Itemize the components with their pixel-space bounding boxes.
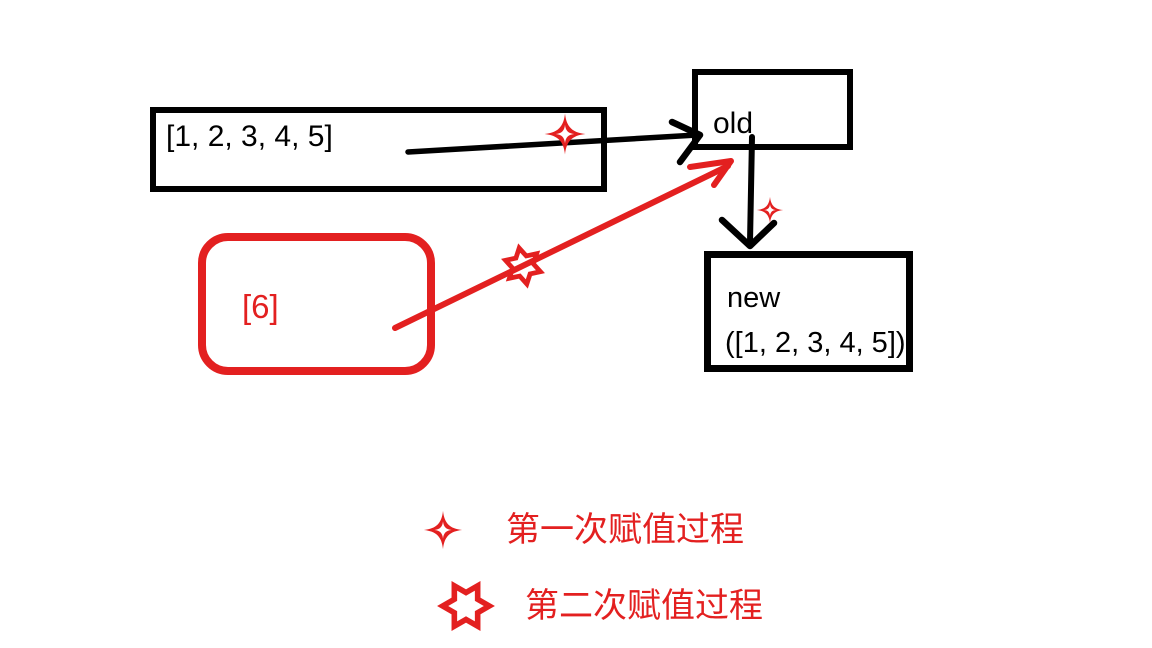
legend-item-first-assignment: 第一次赋值过程	[422, 499, 744, 561]
legend-label-first-assignment: 第一次赋值过程	[506, 511, 744, 549]
six-point-star-icon	[431, 578, 501, 634]
arrow-old-to-new	[718, 134, 778, 250]
old-variable-box: old	[692, 69, 853, 150]
six-point-star-icon	[504, 245, 543, 287]
old-variable-label: old	[713, 107, 754, 140]
legend-item-second-assignment: 第二次赋值过程	[431, 578, 763, 634]
six-value-text: [6]	[242, 288, 279, 325]
six-value-box: [6]	[198, 233, 435, 375]
new-variable-value: ([1, 2, 3, 4, 5])	[725, 327, 906, 359]
new-variable-box: new ([1, 2, 3, 4, 5])	[704, 251, 913, 372]
four-point-star-icon	[756, 196, 784, 224]
legend-label-second-assignment: 第二次赋值过程	[525, 587, 763, 625]
list-value-text: [1, 2, 3, 4, 5]	[166, 120, 333, 153]
list-value-box: [1, 2, 3, 4, 5]	[150, 107, 607, 192]
new-variable-label: new	[727, 282, 781, 314]
four-point-star-icon	[423, 510, 463, 550]
